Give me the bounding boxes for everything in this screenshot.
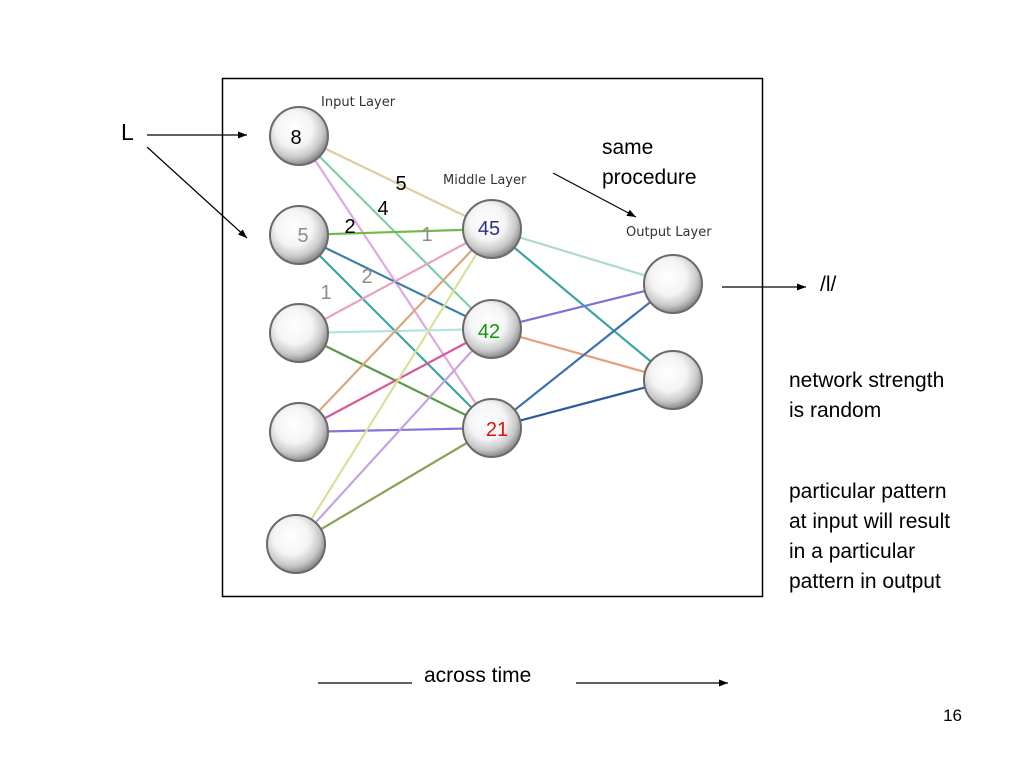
svg-text:21: 21 — [486, 419, 508, 441]
weight-label: 2 — [344, 216, 355, 238]
svg-text:5: 5 — [297, 225, 308, 247]
output-phoneme-label: /l/ — [820, 273, 837, 296]
across-time-label: across time — [424, 664, 532, 687]
weight-label: 4 — [377, 198, 388, 220]
middle-node: 21 — [462, 398, 522, 458]
connection-line — [298, 227, 493, 237]
connection-line — [298, 228, 493, 433]
output-layer-label: Output Layer — [626, 225, 712, 240]
page-number: 16 — [943, 706, 962, 725]
connection-line — [298, 135, 493, 230]
svg-text:8: 8 — [290, 127, 301, 149]
input-word-label: L — [121, 119, 134, 145]
connection-line — [298, 228, 493, 334]
weight-label: 5 — [395, 173, 406, 195]
input-node — [269, 402, 329, 462]
connection-line — [491, 327, 674, 382]
connection-line — [491, 228, 674, 381]
input-layer-label: Input Layer — [321, 95, 396, 110]
weight-label: 1 — [320, 282, 331, 304]
connection-line — [295, 228, 493, 545]
particular-pattern-note: particular pattern at input will result … — [789, 480, 951, 593]
connection-line — [298, 328, 493, 433]
input-node — [266, 514, 326, 574]
connection-lines — [295, 135, 674, 545]
connection-line — [295, 328, 493, 545]
same-procedure-arrow — [552, 172, 637, 218]
connection-line — [491, 227, 674, 286]
input-arrow-to-second-node — [146, 146, 248, 239]
connection-line — [491, 378, 674, 430]
output-node — [643, 350, 703, 410]
middle-node: 45 — [462, 199, 522, 259]
weight-label: 1 — [421, 224, 432, 246]
input-node — [269, 303, 329, 363]
network-strength-note: network strength is random — [789, 369, 945, 422]
svg-text:45: 45 — [478, 218, 500, 240]
weight-label: 2 — [361, 266, 372, 288]
connection-line — [295, 427, 493, 545]
output-node — [643, 254, 703, 314]
input-node: 8 — [269, 106, 329, 166]
middle-node: 42 — [462, 299, 522, 359]
input-node: 5 — [269, 205, 329, 265]
same-procedure-note: same procedure — [602, 136, 697, 189]
connection-line — [491, 283, 674, 429]
svg-text:42: 42 — [478, 321, 500, 343]
connection-line — [298, 426, 493, 434]
middle-layer-label: Middle Layer — [443, 173, 527, 188]
connection-line — [491, 282, 674, 331]
